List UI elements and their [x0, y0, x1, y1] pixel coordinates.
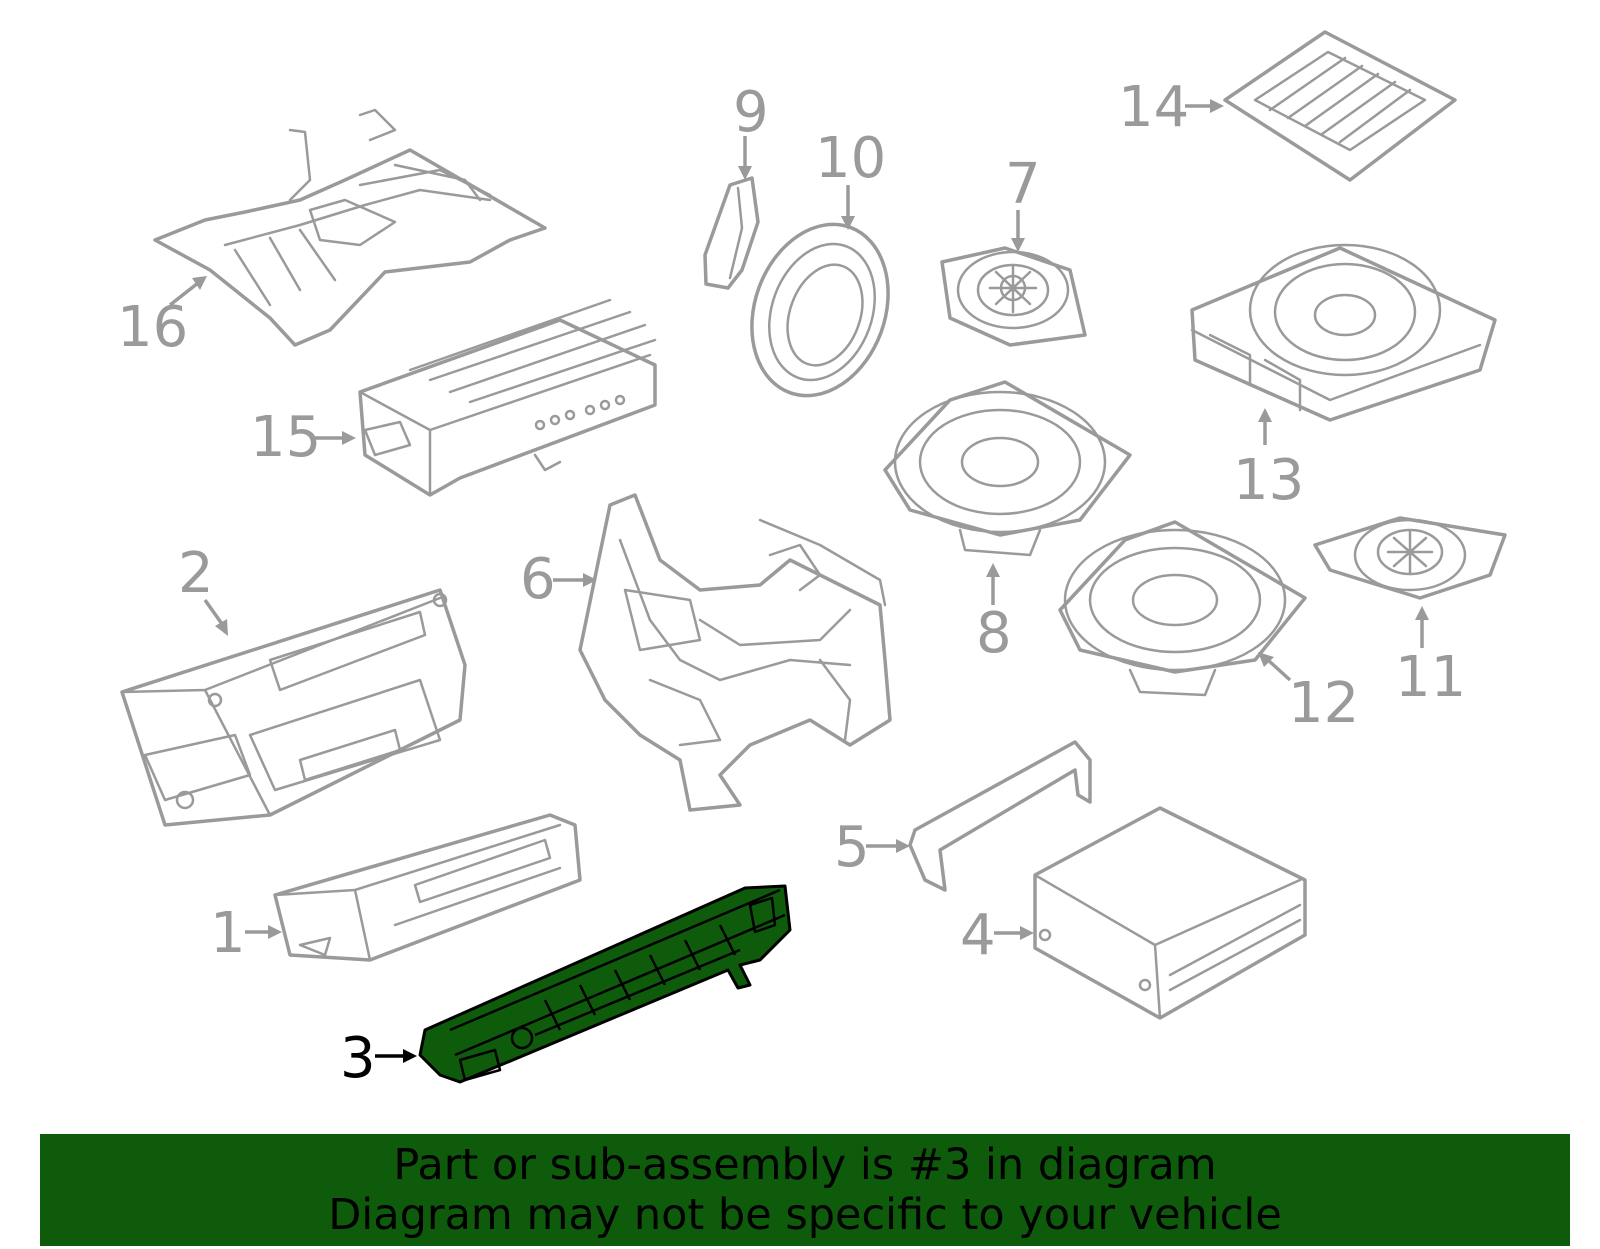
part-10-speaker-ring[interactable] [729, 205, 911, 415]
part-5-bracket[interactable] [908, 740, 1092, 892]
callout-1[interactable]: 1 [210, 901, 246, 966]
part-7-tweeter-speaker[interactable] [940, 246, 1087, 347]
part-13-subwoofer[interactable] [1190, 243, 1497, 422]
part-6-center-bracket[interactable] [578, 493, 892, 812]
part-4-nav-unit[interactable] [1033, 806, 1307, 1020]
callout-10[interactable]: 10 [815, 126, 886, 191]
callout-14[interactable]: 14 [1118, 75, 1189, 140]
info-banner: Part or sub-assembly is #3 in diagram Di… [40, 1134, 1570, 1246]
callout-15[interactable]: 15 [250, 405, 321, 470]
callout-5[interactable]: 5 [834, 815, 870, 880]
callout-4[interactable]: 4 [960, 903, 996, 968]
callout-arrows [168, 99, 1429, 1063]
callout-13[interactable]: 13 [1233, 448, 1304, 513]
callout-11[interactable]: 11 [1395, 645, 1466, 710]
banner-line-2: Diagram may not be specific to your vehi… [328, 1190, 1282, 1240]
part-11-small-tweeter[interactable] [1313, 516, 1507, 600]
callout-8[interactable]: 8 [976, 601, 1012, 666]
callout-12[interactable]: 12 [1288, 671, 1359, 736]
part-16-bracket[interactable] [153, 108, 547, 347]
callout-labels: 9 10 7 14 16 15 2 6 8 13 12 11 5 4 1 3 [117, 75, 1466, 1091]
part-12-woofer[interactable] [1058, 520, 1307, 697]
callout-2[interactable]: 2 [178, 541, 214, 606]
callout-3[interactable]: 3 [340, 1026, 376, 1091]
part-9-tweeter[interactable] [703, 176, 760, 290]
callout-9[interactable]: 9 [733, 80, 769, 145]
callout-6[interactable]: 6 [520, 547, 556, 612]
callout-7[interactable]: 7 [1005, 152, 1041, 217]
part-2-head-unit[interactable] [120, 588, 467, 827]
banner-line-1: Part or sub-assembly is #3 in diagram [393, 1140, 1217, 1190]
part-1-controller-unit[interactable] [273, 813, 582, 962]
part-3-control-panel[interactable] [418, 884, 792, 1084]
part-8-door-speaker[interactable] [883, 380, 1132, 557]
callout-16[interactable]: 16 [117, 295, 188, 360]
part-14-grille[interactable] [1223, 30, 1457, 182]
part-15-amplifier[interactable] [358, 298, 657, 497]
